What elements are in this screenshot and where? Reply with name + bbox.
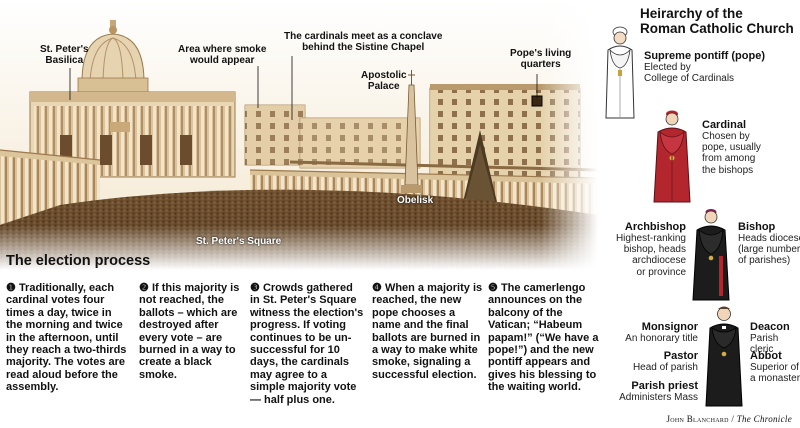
rank-desc: Parish cleric	[750, 333, 779, 356]
graphic-credit: John Blanchard / The Chronicle	[666, 414, 792, 424]
rank-name: Monsignor	[641, 321, 698, 333]
rank-pope: Supreme pontiff (pope) Elected by Colleg…	[644, 50, 765, 84]
rank-parish-priest: Parish priest Administers Mass	[604, 380, 698, 403]
rank-name: Pastor	[663, 350, 698, 362]
rank-name: Abbot	[750, 350, 782, 362]
pope-figure	[605, 26, 635, 119]
rank-desc: Superior of a monastery	[750, 362, 800, 385]
hierarchy-title: Heirarchy of the Roman Catholic Church	[640, 6, 794, 36]
step-4: ❹ When a majority is reached, the new po…	[372, 282, 486, 381]
rank-name: Parish priest	[631, 380, 698, 392]
rank-cardinal: Cardinal Chosen by pope, usually from am…	[702, 119, 761, 176]
rank-monsignor: Monsignor An honorary title	[610, 321, 698, 344]
step-number: ❷	[139, 282, 149, 294]
label-smoke-area: Area where smoke would appear	[178, 44, 267, 66]
step-number: ❶	[6, 282, 16, 294]
rank-name: Supreme pontiff (pope)	[644, 50, 765, 62]
priest-figure	[705, 306, 743, 407]
rank-bishop: Bishop Heads diocese (large number of pa…	[738, 221, 800, 267]
rank-desc: Elected by College of Cardinals	[644, 62, 735, 85]
label-conclave: The cardinals meet as a conclave behind …	[284, 31, 443, 53]
step-text: Crowds gathered in St. Peter's Square wi…	[250, 282, 364, 406]
rank-deacon: Deacon Parish cleric	[750, 321, 800, 355]
credit-paper: The Chronicle	[736, 414, 792, 424]
rank-desc: Heads diocese (large number of parishes)	[738, 233, 800, 267]
callout-leader-lines	[69, 56, 538, 120]
sistine-area-buildings	[244, 104, 421, 169]
step-3: ❸ Crowds gathered in St. Peter's Square …	[250, 282, 364, 406]
christmas-tree	[460, 130, 500, 215]
rank-desc: Highest-ranking bishop, heads archdioces…	[615, 233, 686, 278]
label-st-peters-basilica: St. Peter's Basilica	[40, 44, 89, 66]
rank-desc: Administers Mass	[619, 392, 698, 403]
election-process-title: The election process	[6, 253, 151, 269]
bishop-figure	[692, 209, 730, 301]
step-number: ❺	[488, 282, 498, 294]
label-st-peters-square: St. Peter's Square	[196, 236, 282, 247]
credit-separator: /	[728, 414, 737, 424]
step-5: ❺ The camerlengo announces on the balcon…	[488, 282, 600, 394]
rank-name: Archbishop	[624, 221, 686, 233]
cardinal-figure	[653, 110, 691, 203]
step-2: ❷ If this majority is not reached, the b…	[139, 282, 245, 381]
step-text: Traditionally, each cardinal votes four …	[6, 282, 127, 394]
st-peters-square-illustration	[0, 0, 598, 270]
rank-name: Cardinal	[702, 119, 747, 131]
rank-pastor: Pastor Head of parish	[610, 350, 698, 373]
label-obelisk: Obelisk	[397, 195, 434, 206]
rank-archbishop: Archbishop Highest-ranking bishop, heads…	[604, 221, 686, 278]
step-number: ❸	[250, 282, 260, 294]
step-1: ❶ Traditionally, each cardinal votes fou…	[6, 282, 130, 394]
rank-desc: Head of parish	[632, 362, 698, 373]
step-text: If this majority is not reached, the bal…	[139, 282, 240, 381]
rank-desc: An honorary title	[625, 333, 698, 344]
step-text: The camerlengo announces on the balcony …	[488, 282, 599, 394]
step-text: When a majority is reached, the new pope…	[372, 282, 483, 381]
rank-abbot: Abbot Superior of a monastery	[750, 350, 800, 384]
rank-desc: Chosen by pope, usually from among the b…	[702, 131, 761, 176]
obelisk	[401, 70, 422, 193]
label-popes-living-quarters: Pope's living quarters	[510, 48, 572, 70]
credit-author: John Blanchard	[666, 414, 729, 424]
rank-name: Deacon	[750, 321, 790, 333]
rank-name: Bishop	[738, 221, 776, 233]
step-number: ❹	[372, 282, 382, 294]
label-apostolic-palace: Apostolic Palace	[361, 70, 407, 92]
